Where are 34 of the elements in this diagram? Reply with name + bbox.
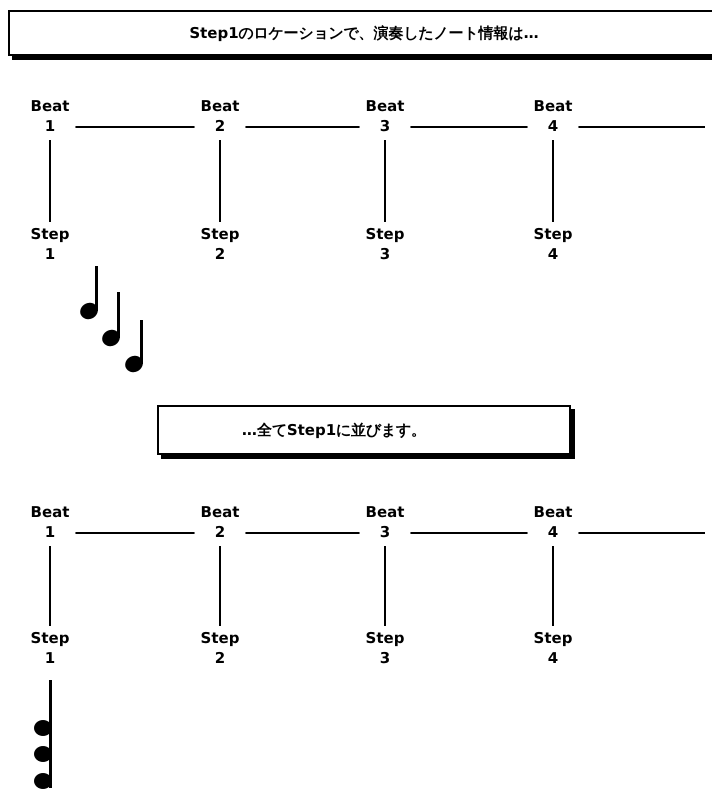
step-label: Step 1 [30,628,70,668]
beat-label: Beat 3 [366,96,404,136]
connector-line [219,140,221,222]
step-label: Step 3 [366,224,404,264]
connector-line [384,546,386,626]
connector-line [578,532,705,534]
connector-line [410,532,528,534]
connector-line [219,546,221,626]
connector-line [552,546,554,626]
heading-text: …全てStep1に並びます。 [242,420,426,440]
beat-label: Beat 4 [534,96,572,136]
beat-label: Beat 1 [30,96,70,136]
beat-label: Beat 2 [200,502,240,542]
connector-line [410,126,528,128]
connector-line [49,546,51,626]
connector-line [245,126,360,128]
beat-label: Beat 2 [200,96,240,136]
connector-line [245,532,360,534]
step-label: Step 4 [534,224,572,264]
beat-label: Beat 3 [366,502,404,542]
heading-text: Step1のロケーションで、演奏したノート情報は… [189,24,539,42]
step-label: Step 1 [30,224,70,264]
connector-line [75,126,195,128]
connector-line [552,140,554,222]
connector-line [49,140,51,222]
step-label: Step 4 [534,628,572,668]
step-label: Step 2 [200,224,240,264]
connector-line [578,126,705,128]
connector-line [384,140,386,222]
step-label: Step 2 [200,628,240,668]
connector-line [75,532,195,534]
beat-label: Beat 4 [534,502,572,542]
beat-label: Beat 1 [30,502,70,542]
step-label: Step 3 [366,628,404,668]
